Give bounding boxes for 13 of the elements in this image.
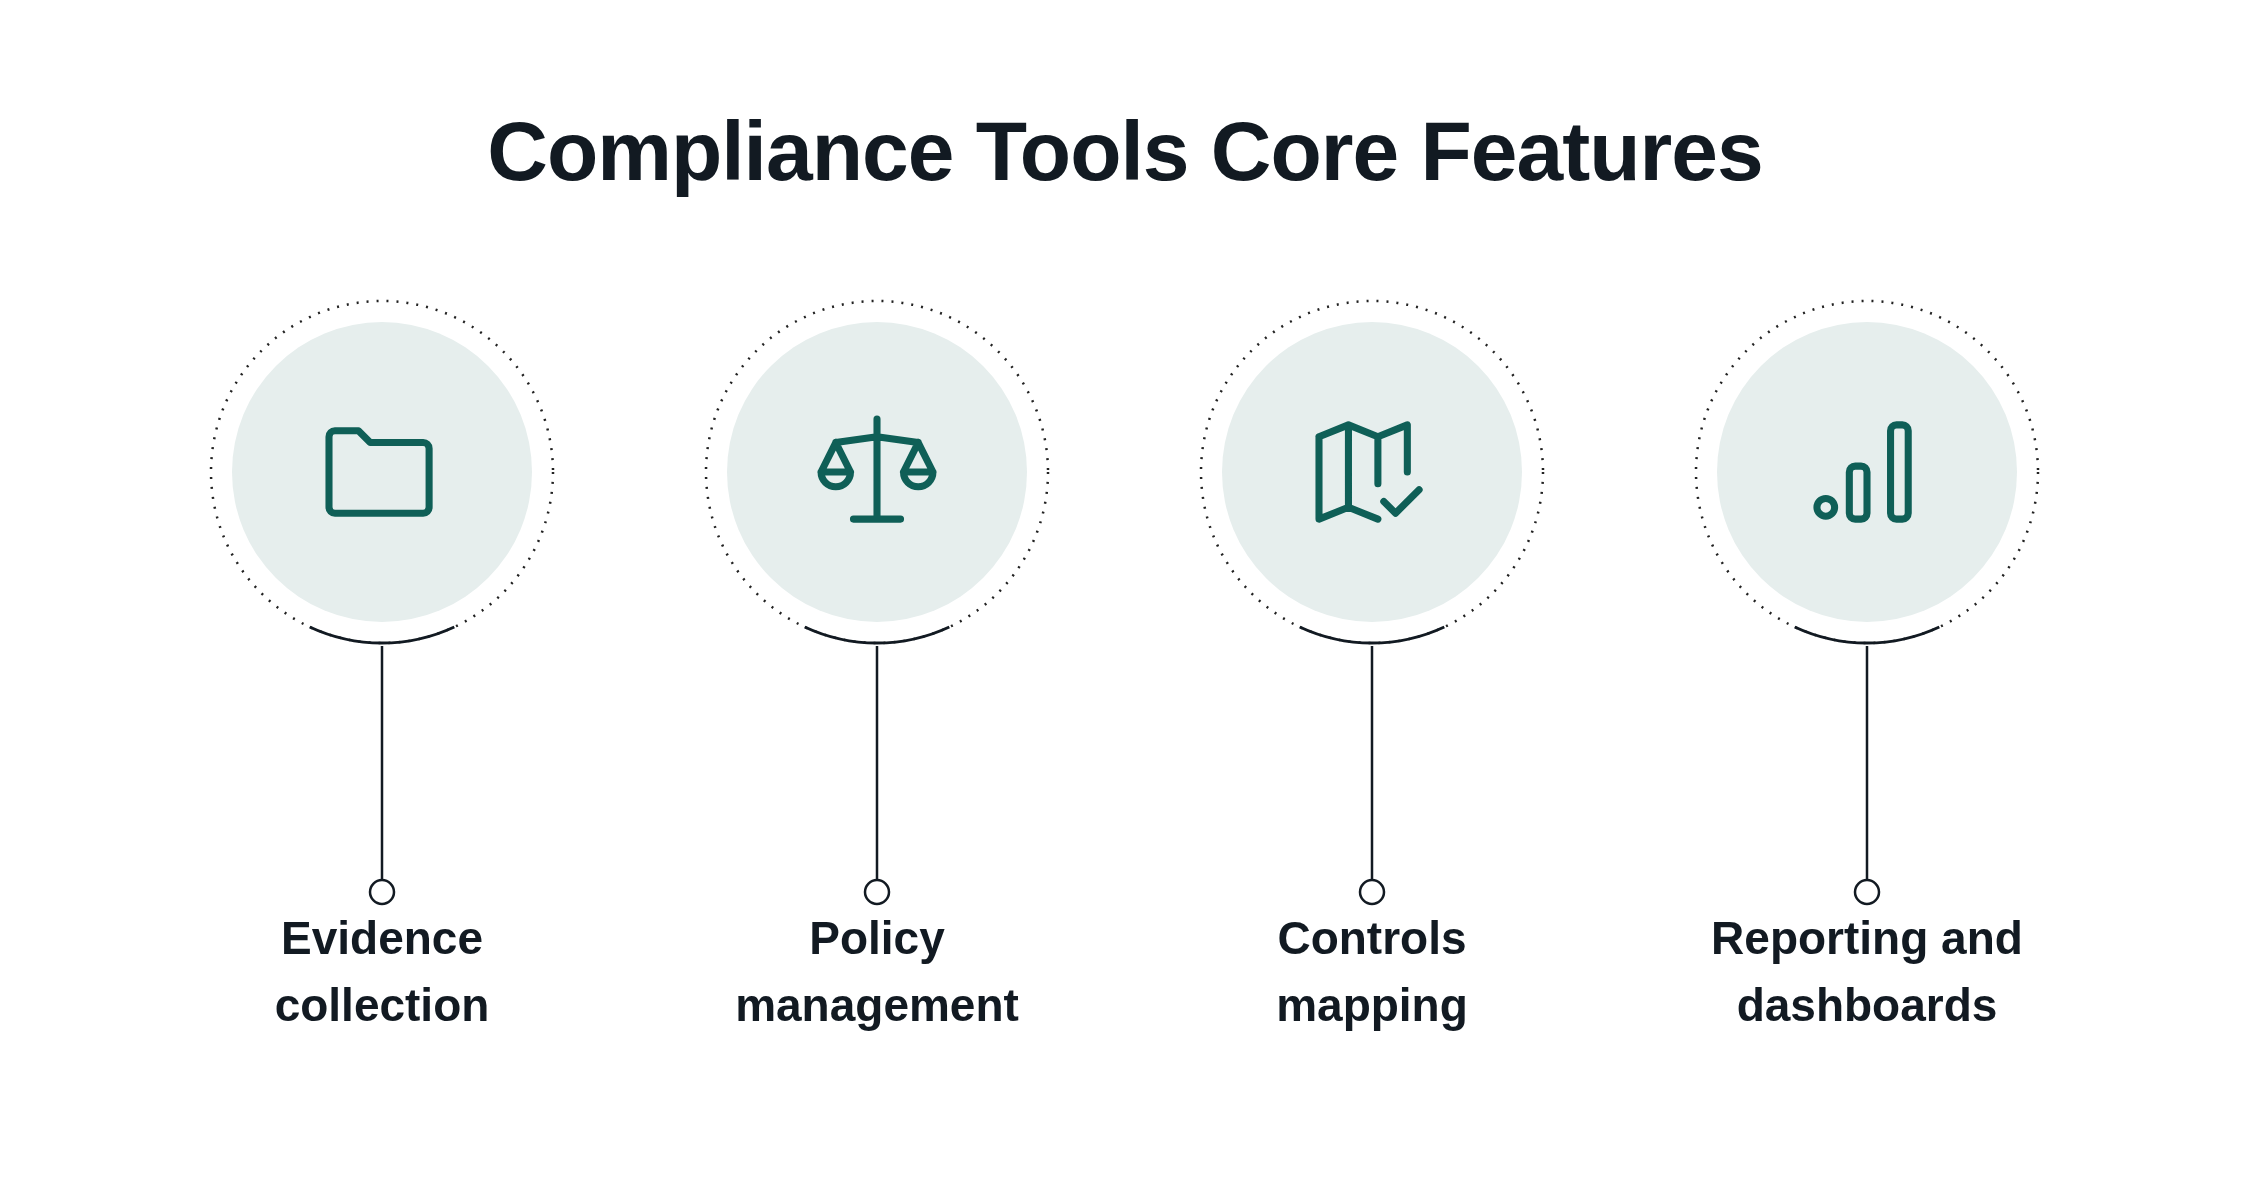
connector-line xyxy=(1358,646,1386,906)
feature-circle xyxy=(703,298,1051,646)
feature-circle xyxy=(1693,298,2041,646)
feature-label: Reporting and dashboards xyxy=(1677,905,2057,1039)
feature-label: Controls mapping xyxy=(1182,905,1562,1039)
feature-label: Evidence collection xyxy=(192,905,572,1039)
feature-circle xyxy=(208,298,556,646)
connector-line xyxy=(863,646,891,906)
feature-circle xyxy=(1198,298,1546,646)
connector-line xyxy=(1853,646,1881,906)
connector-line xyxy=(368,646,396,906)
feature-label: Policy management xyxy=(687,905,1067,1039)
title: Compliance Tools Core Features xyxy=(487,105,1763,198)
